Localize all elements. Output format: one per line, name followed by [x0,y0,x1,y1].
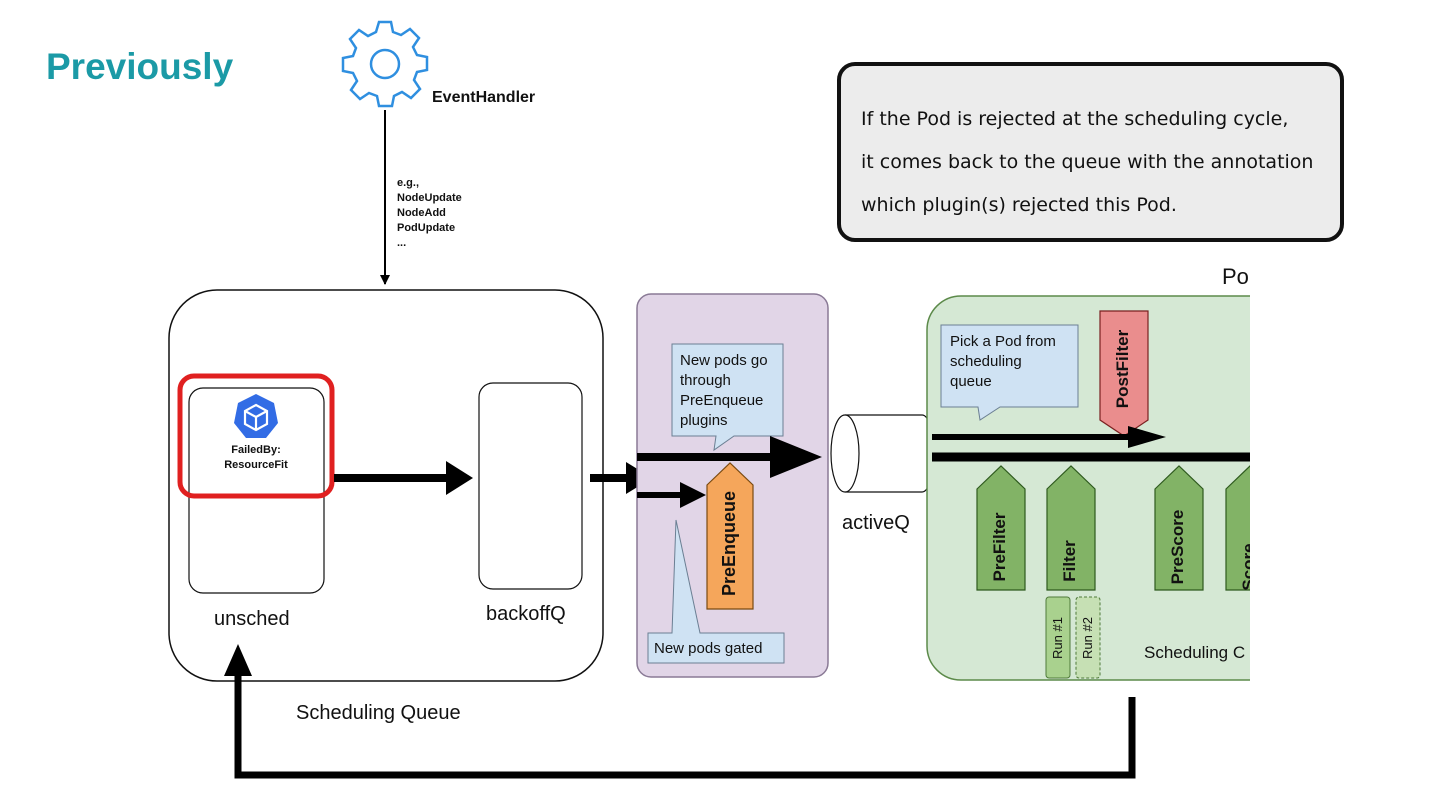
gated-callout-text: New pods gated [654,640,763,657]
unsched-box [188,387,325,594]
preenqueue-plugin [706,462,754,610]
gear-icon [341,20,429,108]
filter-plugin-label: Filter [1060,540,1079,582]
failed-plugin-text: ResourceFit [224,459,288,471]
prescore-plugin-label: PreScore [1168,509,1187,585]
event-example-2: NodeAdd [397,207,446,219]
run-2-box [1075,596,1101,679]
activeq-label: activeQ [842,512,910,534]
callout-line-3: plugins [680,412,728,429]
prefilter-plugin-label: PreFilter [990,512,1009,582]
slide-title: Previously [46,46,234,87]
scheduling-cycle-footer: Scheduling C [1144,643,1246,662]
run-1-label: Run #1 [1050,617,1065,659]
backoffq-box [478,382,583,590]
pick-pod-callout-text: Pick a Pod from scheduling queue [950,332,1056,392]
pick-line-1: scheduling [950,353,1022,370]
activeq-cylinder [830,414,935,493]
filter-plugin [1046,465,1096,591]
note-line-3: which plugin(s) rejected this Pod. [861,194,1177,216]
run-2-label: Run #2 [1080,617,1095,659]
postfilter-plugin-label: PostFilter [1113,329,1132,409]
unsched-label: unsched [214,608,290,630]
pick-line-0: Pick a Pod from [950,333,1056,350]
pick-pod-callout [940,324,1079,421]
note-line-2: it comes back to the queue with the anno… [861,151,1314,173]
pick-line-2: queue [950,373,992,390]
score-plugin-label: Score [1239,543,1250,591]
callout-line-0: New pods go [680,352,768,369]
preenqueue-callout-text: New pods go through PreEnqueue plugins [680,351,768,431]
event-example-3: PodUpdate [397,222,456,234]
event-example-1: NodeUpdate [397,192,462,204]
prescore-plugin [1154,465,1204,591]
scheduling-cycle-text-layer: Po Pick a Pod from scheduling queue Post… [950,264,1250,662]
score-plugin [1225,465,1250,591]
event-example-0: e.g., [397,177,420,189]
run-1-box [1045,596,1071,679]
preenqueue-callout [671,343,784,452]
gated-callout [647,519,785,664]
scheduling-queue-label: Scheduling Queue [296,702,461,724]
callout-line-1: through [680,372,731,389]
prefilter-plugin [976,465,1026,591]
failed-pod-label: FailedBy: ResourceFit [190,443,322,473]
postfilter-plugin [1099,310,1149,437]
scheduling-cycle-title: Po [1222,264,1249,289]
failed-pod-highlight [177,373,335,499]
kubernetes-pod-icon [234,394,278,438]
event-example-4: ... [397,237,407,249]
event-examples: e.g., NodeUpdate NodeAdd PodUpdate ... [397,176,462,251]
explanation-note: If the Pod is rejected at the scheduling… [837,62,1344,242]
eventhandler-label: EventHandler [432,89,536,106]
failed-by-text: FailedBy: [231,444,281,456]
requeue-loop-arrow [234,668,1136,779]
backoffq-label: backoffQ [486,603,566,625]
callout-line-2: PreEnqueue [680,392,764,409]
note-line-1: If the Pod is rejected at the scheduling… [861,108,1289,130]
